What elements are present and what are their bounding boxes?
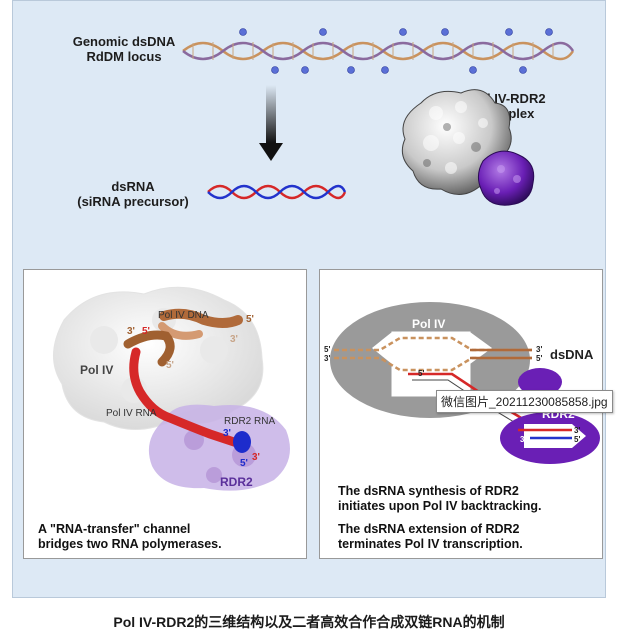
dsrna-5-end: 5' <box>574 435 580 444</box>
rdr2-rna-3-end: 3' <box>223 428 231 439</box>
right-mechanism-panel: Pol IV 5' 3' 3' 5' dsDNA 5' RDR2 3' 5' 3… <box>319 269 603 559</box>
rdr2-label: RDR2 <box>220 475 253 489</box>
rdr2-rna-label: RDR2 RNA <box>224 416 275 427</box>
right-panel-caption-1: The dsRNA synthesis of RDR2 initiates up… <box>338 484 542 513</box>
dsdna-right-5-end: 5' <box>536 354 542 363</box>
right-panel-caption-2: The dsRNA extension of RDR2 terminates P… <box>338 522 523 551</box>
pol-iv-rdr2-structure-diagram <box>53 286 290 491</box>
dsdna-right-3-end: 3' <box>536 345 542 354</box>
nontemplate-5-end: 5' <box>166 360 174 371</box>
down-arrow-icon <box>259 85 283 161</box>
dsdna-left-5-end: 5' <box>324 345 330 354</box>
pol-iv-label: Pol IV <box>412 317 445 331</box>
mechanism-labels: Pol IV 5' 3' 3' 5' dsDNA 5' RDR2 3' 5' 3… <box>324 317 594 444</box>
figure-panel: Genomic dsDNA RdDM locus <box>12 0 606 598</box>
mechanism-schematic <box>330 302 600 464</box>
figure-caption: Pol IV-RDR2的三维结构以及二者高效合作合成双链RNA的机制 <box>113 614 505 630</box>
pol-iv-dna-label: Pol IV DNA <box>158 310 209 321</box>
genomic-dna-helix <box>182 28 575 74</box>
pol-iv-dna-5-end: 5' <box>246 314 254 325</box>
rdr2-strand-3-end: 3' <box>520 435 526 444</box>
pol-iv-rdr2-complex-structure <box>401 89 535 206</box>
dsrna-3-end: 3' <box>574 426 580 435</box>
template-5-end: 5' <box>142 326 150 337</box>
dsrna-label: dsRNA (siRNA precursor) <box>77 179 189 209</box>
image-filename-tooltip: 微信图片_20211230085858.jpg <box>436 390 613 413</box>
rdr2-rna-5-end: 5' <box>240 458 248 469</box>
genomic-dsdna-label: Genomic dsDNA RdDM locus <box>72 34 176 64</box>
pol-iv-rna-3-end: 3' <box>252 452 260 463</box>
template-3-end: 3' <box>127 326 135 337</box>
left-panel-labels: Pol IV DNA 5' 3' 3' 5' 5' Pol IV Pol IV … <box>80 310 275 489</box>
pol-iv-dna-3-end: 3' <box>230 334 238 345</box>
methylation-marks <box>239 28 553 74</box>
left-structure-panel: Pol IV DNA 5' 3' 3' 5' 5' Pol IV Pol IV … <box>23 269 307 559</box>
pol-iv-label: Pol IV <box>80 363 113 377</box>
pol-iv-rna-label: Pol IV RNA <box>106 408 157 419</box>
dsdna-label: dsDNA <box>550 347 594 362</box>
left-panel-caption: A "RNA-transfer" channel bridges two RNA… <box>38 522 222 551</box>
dsrna-helix <box>207 184 347 200</box>
rna-5-end: 5' <box>418 369 424 378</box>
dsdna-left-3-end: 3' <box>324 354 330 363</box>
